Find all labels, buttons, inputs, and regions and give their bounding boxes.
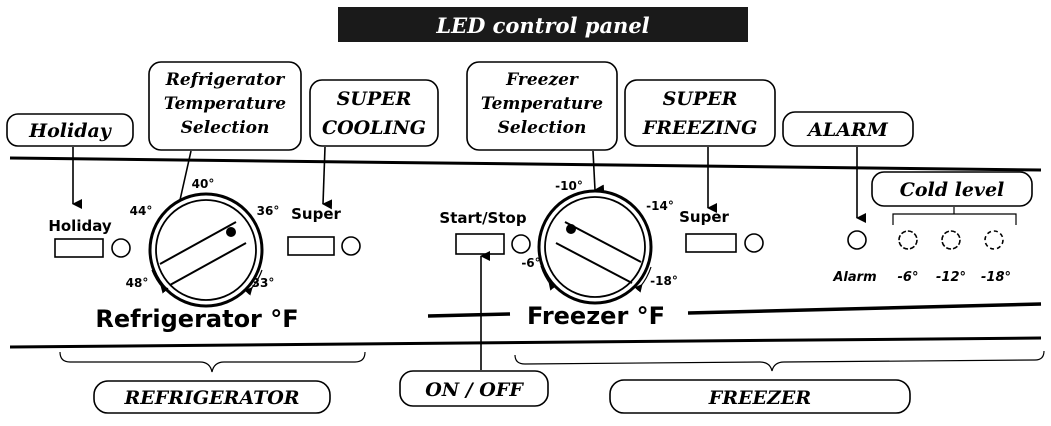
panel-cold-level-label-1: -6°: [898, 270, 919, 285]
fridge-dial-mark-33: 33°: [252, 276, 275, 290]
callout-on-off: ON / OFF: [399, 251, 549, 407]
freezer-dial-grip-line-1: [564, 221, 642, 263]
start-stop-button[interactable]: [455, 233, 505, 255]
freezer-dial-mark-minus18: -18°: [650, 274, 678, 288]
panel-start-stop-label: Start/Stop: [439, 209, 526, 227]
callout-super-freezing: SUPER FREEZING: [624, 79, 776, 213]
freezer-dial-arrow-right: [634, 266, 652, 293]
fridge-dial-grip-line-2: [169, 242, 247, 286]
fridge-dial-grip-line-1: [159, 221, 237, 265]
freezer-dial-mark-minus6: -6°: [521, 256, 540, 270]
refrigerator-brace: [59, 351, 366, 373]
callout-on-off-text: ON / OFF: [425, 379, 524, 401]
panel-super-freezer-label: Super: [679, 208, 729, 226]
callout-alarm: ALARM: [782, 111, 914, 223]
callout-super-freezing-line2: FREEZING: [642, 117, 758, 139]
callout-refrigerator-text: REFRIGERATOR: [123, 387, 299, 409]
freezer-dial-mark-minus14: -14°: [646, 199, 674, 213]
holiday-indicator-lamp: [111, 238, 131, 258]
callout-fridge-temp-line3: Selection: [181, 118, 270, 138]
freezer-temperature-dial[interactable]: [537, 189, 653, 305]
fridge-temperature-dial[interactable]: [148, 192, 264, 308]
panel-cold-level-label-3: -18°: [981, 270, 1011, 285]
callout-super-cooling-line2: COOLING: [322, 117, 426, 139]
callout-freezer-temp-line2: Temperature: [481, 94, 603, 114]
alarm-indicator-lamp: [847, 230, 867, 250]
callout-freezer-temp-line3: Selection: [498, 118, 587, 138]
callout-fridge-temp-line1: Refrigerator: [165, 70, 286, 90]
panel-super-fridge-label: Super: [291, 205, 341, 223]
freezer-dial-pointer-dot: [566, 224, 576, 234]
panel-cold-level-label-2: -12°: [936, 270, 966, 285]
callout-super-cooling: SUPER COOLING: [309, 79, 439, 210]
freezer-dial-grip-line-2: [555, 242, 633, 284]
leader-freezer-temp: [592, 150, 605, 195]
freezer-title-rule-right: [687, 302, 1042, 315]
header-title: LED control panel: [435, 13, 649, 38]
fridge-dial-mark-36: 36°: [257, 204, 280, 218]
fridge-dial-pointer-dot: [226, 227, 236, 237]
callout-refrigerator: REFRIGERATOR: [93, 380, 331, 414]
cold-level-bracket: [892, 207, 1017, 225]
callout-holiday: Holiday: [6, 113, 134, 209]
holiday-button[interactable]: [54, 238, 104, 258]
fridge-dial-arrow-left: [151, 269, 169, 294]
panel-freezer-title: Freezer °F: [527, 302, 665, 330]
callout-cold-level-text: Cold level: [900, 179, 1005, 201]
super-cooling-indicator-lamp: [341, 236, 361, 256]
callout-fridge-temp-line2: Temperature: [164, 94, 286, 114]
header-bar: LED control panel: [338, 7, 748, 42]
panel-bottom-edge: [9, 336, 1042, 349]
leader-super-cooling: [322, 146, 333, 210]
panel-alarm-label: Alarm: [832, 270, 876, 285]
fridge-dial-mark-40: 40°: [192, 177, 215, 191]
fridge-dial-mark-44: 44°: [130, 204, 153, 218]
freezer-dial-mark-minus10: -10°: [555, 179, 583, 193]
callout-freezer: FREEZER: [609, 379, 911, 414]
freezer-brace: [514, 350, 1045, 372]
panel-top-edge: [9, 156, 1042, 172]
fridge-dial-mark-48: 48°: [126, 276, 149, 290]
fridge-dial-arrow-right: [244, 269, 263, 296]
panel-refrigerator-title: Refrigerator °F: [95, 305, 298, 333]
callout-freezer-temp-line1: Freezer: [505, 70, 579, 90]
super-freezing-button[interactable]: [685, 233, 737, 253]
callout-super-freezing-line1: SUPER: [663, 88, 738, 110]
cold-level-lamp-3: [984, 230, 1004, 250]
callout-holiday-text: Holiday: [28, 120, 113, 142]
leader-fridge-temp: [179, 150, 192, 207]
callout-freezer-text: FREEZER: [708, 387, 811, 409]
callout-alarm-text: ALARM: [806, 119, 889, 141]
cold-level-lamp-1: [898, 230, 918, 250]
header-background: [338, 7, 748, 42]
cold-level-lamp-2: [941, 230, 961, 250]
start-stop-indicator-lamp: [511, 234, 531, 254]
callout-cold-level: Cold level: [871, 171, 1033, 225]
freezer-dial-arrow-left: [540, 265, 557, 291]
callout-super-cooling-line1: SUPER: [337, 88, 412, 110]
super-freezing-indicator-lamp: [744, 233, 764, 253]
freezer-title-rule-left: [427, 312, 511, 318]
panel-holiday-label: Holiday: [48, 217, 112, 235]
super-cooling-button[interactable]: [287, 236, 335, 256]
callout-freezer-temp: Freezer Temperature Selection: [466, 61, 618, 195]
callout-fridge-temp: Refrigerator Temperature Selection: [148, 61, 302, 207]
